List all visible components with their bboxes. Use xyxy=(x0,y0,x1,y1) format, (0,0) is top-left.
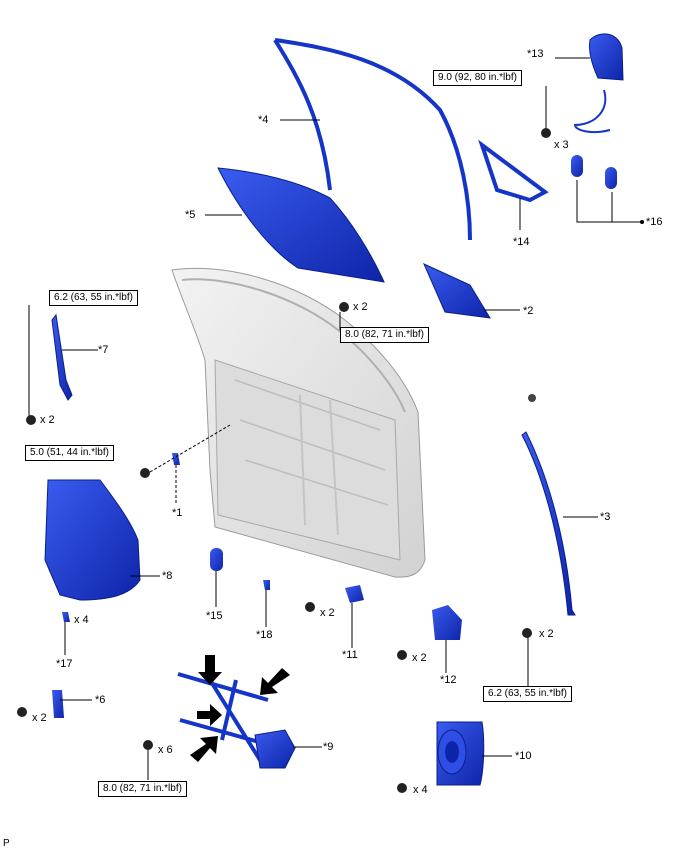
bolt-12 xyxy=(397,650,407,660)
outer-mirror xyxy=(573,33,624,134)
nut-1 xyxy=(140,468,150,478)
label-4: *4 xyxy=(258,114,269,126)
label-13: *13 xyxy=(527,48,544,60)
label-7: *7 xyxy=(98,344,109,356)
label-16: *16 xyxy=(646,216,663,228)
torque-belt-front: 6.2 (63, 55 in.*lbf) xyxy=(49,290,138,306)
quarter-glass xyxy=(423,263,491,319)
leader-7 xyxy=(28,305,98,420)
label-15: *15 xyxy=(206,610,223,622)
front-belt-moulding xyxy=(51,313,73,401)
handle-frame xyxy=(172,453,180,465)
label-14: *14 xyxy=(513,236,530,248)
label-1: *1 xyxy=(172,507,183,519)
qty-part12: x 2 xyxy=(412,652,427,664)
screw-10 xyxy=(397,783,407,793)
qty-regulator: x 6 xyxy=(158,744,173,756)
label-11: *11 xyxy=(342,649,358,661)
window-run-channel xyxy=(273,38,472,241)
door-frame xyxy=(171,267,426,578)
quarter-weatherstrip xyxy=(478,139,549,203)
bracket-6 xyxy=(52,690,64,718)
speaker xyxy=(436,721,485,786)
screw-6 xyxy=(17,707,27,717)
torque-regulator: 8.0 (82, 71 in.*lbf) xyxy=(98,781,187,797)
clip-18 xyxy=(263,580,270,590)
bracket-12 xyxy=(432,605,462,640)
bolt-11 xyxy=(305,602,315,612)
screw-3-top xyxy=(528,394,536,402)
screw-3 xyxy=(522,628,532,638)
torque-mirror: 9.0 (92, 80 in.*lbf) xyxy=(433,70,522,86)
qty-belt-rear: x 2 xyxy=(539,628,554,640)
leader-16 xyxy=(576,180,640,223)
motor-11 xyxy=(345,585,364,603)
qty-speaker: x 4 xyxy=(413,784,428,796)
torque-handle-frame: 5.0 (51, 44 in.*lbf) xyxy=(25,445,114,461)
label-5: *5 xyxy=(185,209,196,221)
qty-part11: x 2 xyxy=(320,607,335,619)
leader-1 xyxy=(149,424,231,505)
qty-bracket6: x 2 xyxy=(32,712,47,724)
label-3: *3 xyxy=(600,511,611,523)
footer-code: P xyxy=(3,838,10,849)
leader-3 xyxy=(527,516,598,688)
rear-belt-moulding xyxy=(521,431,576,616)
label-10: *10 xyxy=(515,750,532,762)
qty-mirror: x 3 xyxy=(554,139,569,151)
qty-belt-front: x 2 xyxy=(40,414,55,426)
label-9: *9 xyxy=(323,741,334,753)
screw-7 xyxy=(26,415,36,425)
service-hole-cover xyxy=(44,479,141,601)
label-12: *12 xyxy=(440,674,457,686)
mirror-cover-left xyxy=(571,155,583,177)
qty-panel: x 4 xyxy=(74,614,89,626)
qty-glass: x 2 xyxy=(353,301,368,313)
label-8: *8 xyxy=(162,570,173,582)
label-18: *18 xyxy=(256,629,273,641)
mirror-nut xyxy=(541,128,551,138)
torque-belt-rear: 6.2 (63, 55 in.*lbf) xyxy=(483,686,572,702)
arrow-markers xyxy=(190,655,290,762)
label-17: *17 xyxy=(56,658,73,670)
panel-clip xyxy=(62,612,70,622)
torque-glass: 8.0 (82, 71 in.*lbf) xyxy=(340,327,429,343)
label-2: *2 xyxy=(523,305,534,317)
door-glass xyxy=(217,167,385,283)
window-regulator xyxy=(177,672,296,769)
mirror-cover-right xyxy=(605,167,617,189)
label-6: *6 xyxy=(95,694,106,706)
bolt-2 xyxy=(339,302,349,312)
bullet-16 xyxy=(640,220,644,224)
bolt-9 xyxy=(143,740,153,750)
plug-15 xyxy=(210,548,223,571)
